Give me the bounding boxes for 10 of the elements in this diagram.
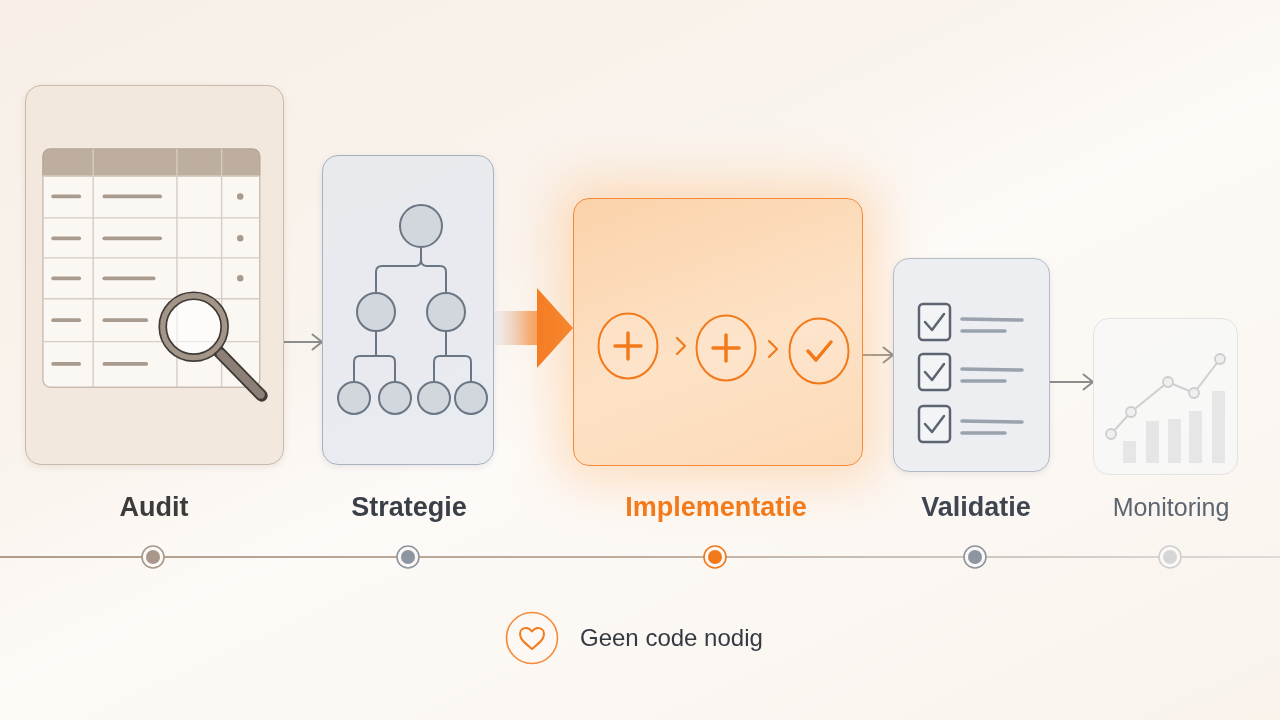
stage-label: Validatie [921, 491, 1031, 524]
note-text: Geen code nodig [580, 623, 763, 653]
stage-label: Implementatie [625, 491, 807, 524]
stage-label: Audit [119, 491, 189, 524]
arrow [862, 346, 894, 364]
stage-label: Monitoring [1112, 492, 1230, 523]
stage-label: Strategie [351, 491, 467, 524]
block-arrow [494, 288, 573, 368]
arrow [283, 333, 323, 351]
arrow [1049, 373, 1094, 391]
